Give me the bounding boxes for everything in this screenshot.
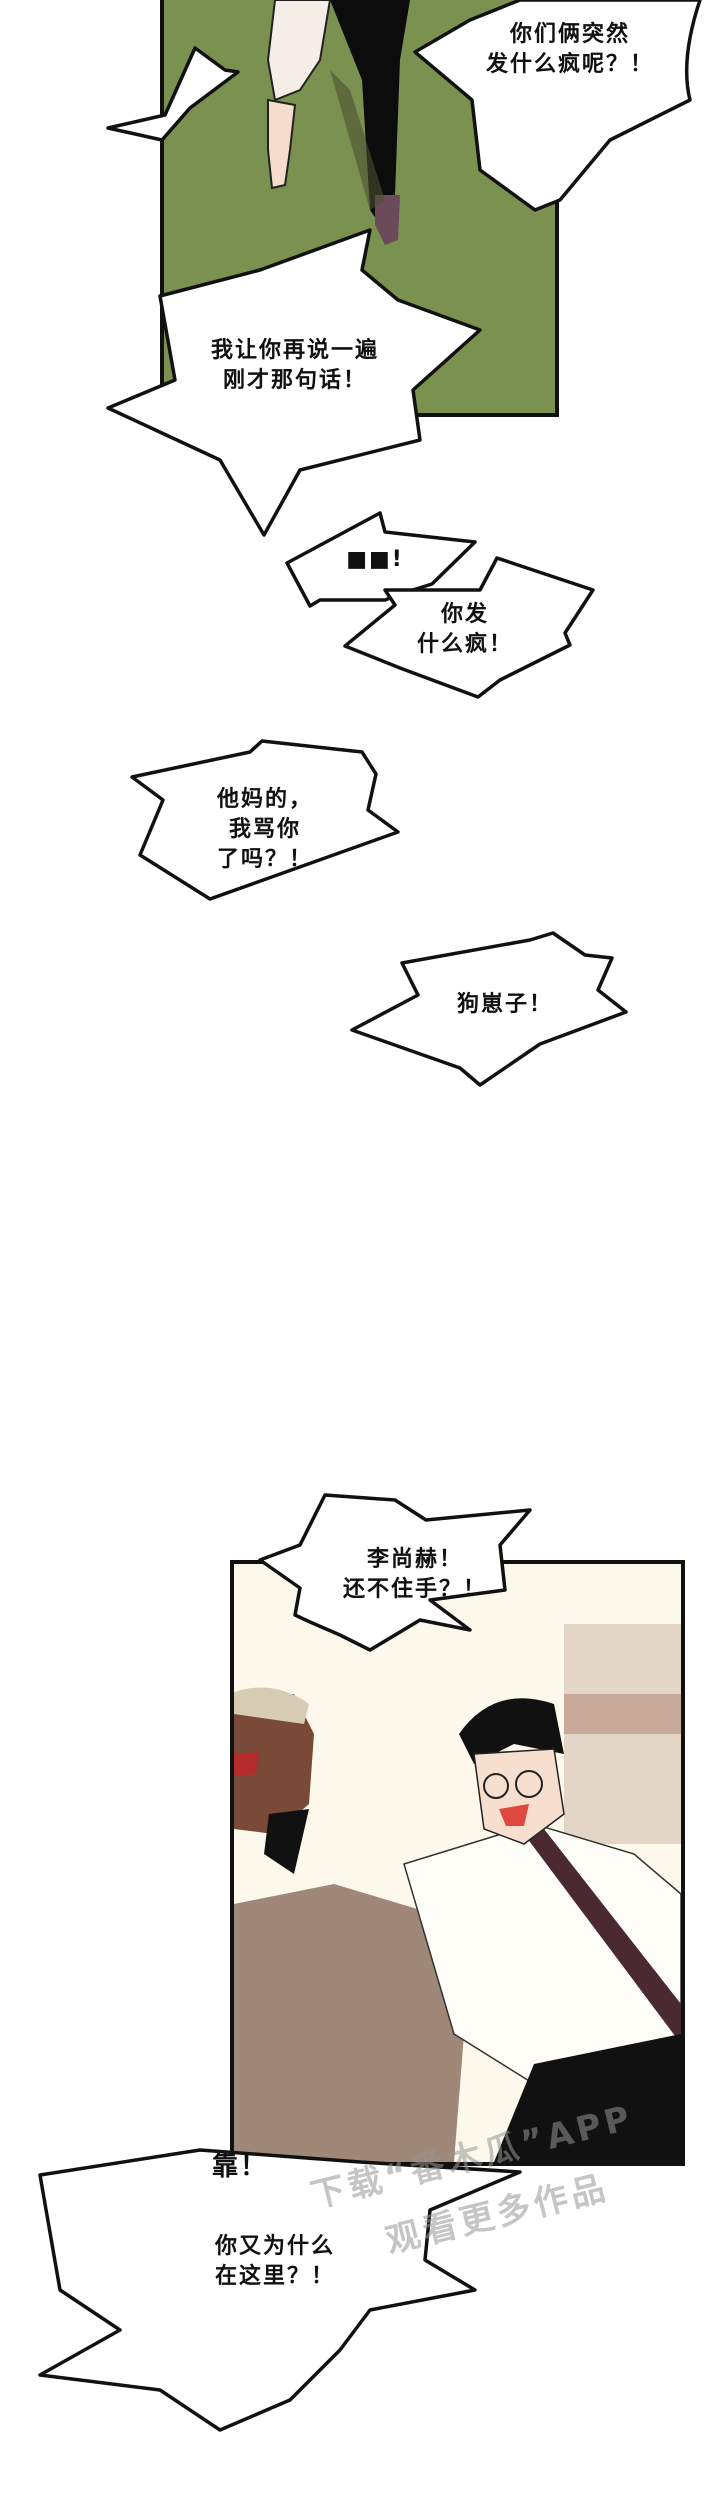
figure-shadow (330, 70, 385, 210)
fight-scene-art (234, 1624, 681, 2162)
glasses-left-lens (483, 1773, 509, 1799)
bubble-6-text: 他妈的， 我骂你 了吗？！ (216, 787, 313, 872)
left-man-collar (264, 1809, 309, 1874)
left-man-body (234, 1884, 464, 2162)
right-man-hair (459, 1698, 564, 1764)
panel-bottom-scene (230, 1560, 685, 2166)
left-man-hair (234, 1687, 309, 1724)
figure-leg (330, 0, 410, 225)
figure-arm (267, 98, 297, 190)
right-man-face (473, 1748, 565, 1845)
figure-shirt (266, 0, 332, 102)
right-man-tie (524, 1829, 681, 2044)
left-man-mouth (234, 1752, 259, 1776)
bubble-4-text: ■■! (346, 547, 404, 572)
bubble-5-text: 你发 什么疯！ (416, 602, 513, 657)
bubble-8-text: 李尚赫！ 还不住手？！ (342, 1547, 487, 1602)
right-man-mouth (499, 1804, 529, 1826)
right-man-shirt (403, 1823, 681, 2085)
bubble-3-text: 我让你再说一遍 刚才那句话！ (210, 338, 379, 393)
bubble-7-text: 狗崽子！ (456, 992, 553, 1017)
bubble-9-text: 你又为什么 在这里？！ (215, 2234, 336, 2289)
right-man-pants (494, 2034, 681, 2162)
bubble-1-text: 你们俩突然 发什么疯呢？！ (485, 22, 654, 77)
building-window (564, 1694, 681, 1734)
left-man-head (234, 1694, 314, 1834)
walking-figure-art (266, 0, 410, 245)
glasses-right-lens (515, 1770, 543, 1798)
bubble-9-sfx: 靠！ (211, 2152, 268, 2182)
